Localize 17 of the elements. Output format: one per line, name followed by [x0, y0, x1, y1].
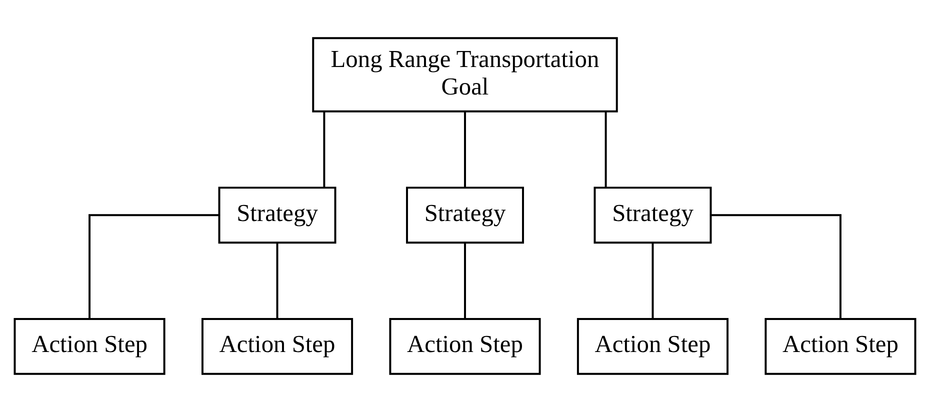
node-box: Strategy	[406, 186, 524, 244]
node-box: Long Range Transportation Goal	[312, 36, 618, 112]
node-box: Action Step	[201, 317, 354, 374]
connector	[464, 111, 466, 187]
node-box: Strategy	[594, 186, 712, 244]
node-box: Action Step	[389, 317, 541, 374]
node-box: Action Step	[14, 317, 166, 374]
connector	[711, 214, 842, 318]
node-box: Action Step	[764, 317, 916, 374]
connector	[604, 111, 607, 187]
connector	[276, 242, 278, 318]
connector	[652, 242, 654, 318]
connector	[464, 242, 466, 318]
connector	[323, 111, 326, 187]
node-box: Strategy	[218, 186, 336, 244]
node-box: Action Step	[576, 317, 729, 374]
connector	[88, 214, 219, 318]
